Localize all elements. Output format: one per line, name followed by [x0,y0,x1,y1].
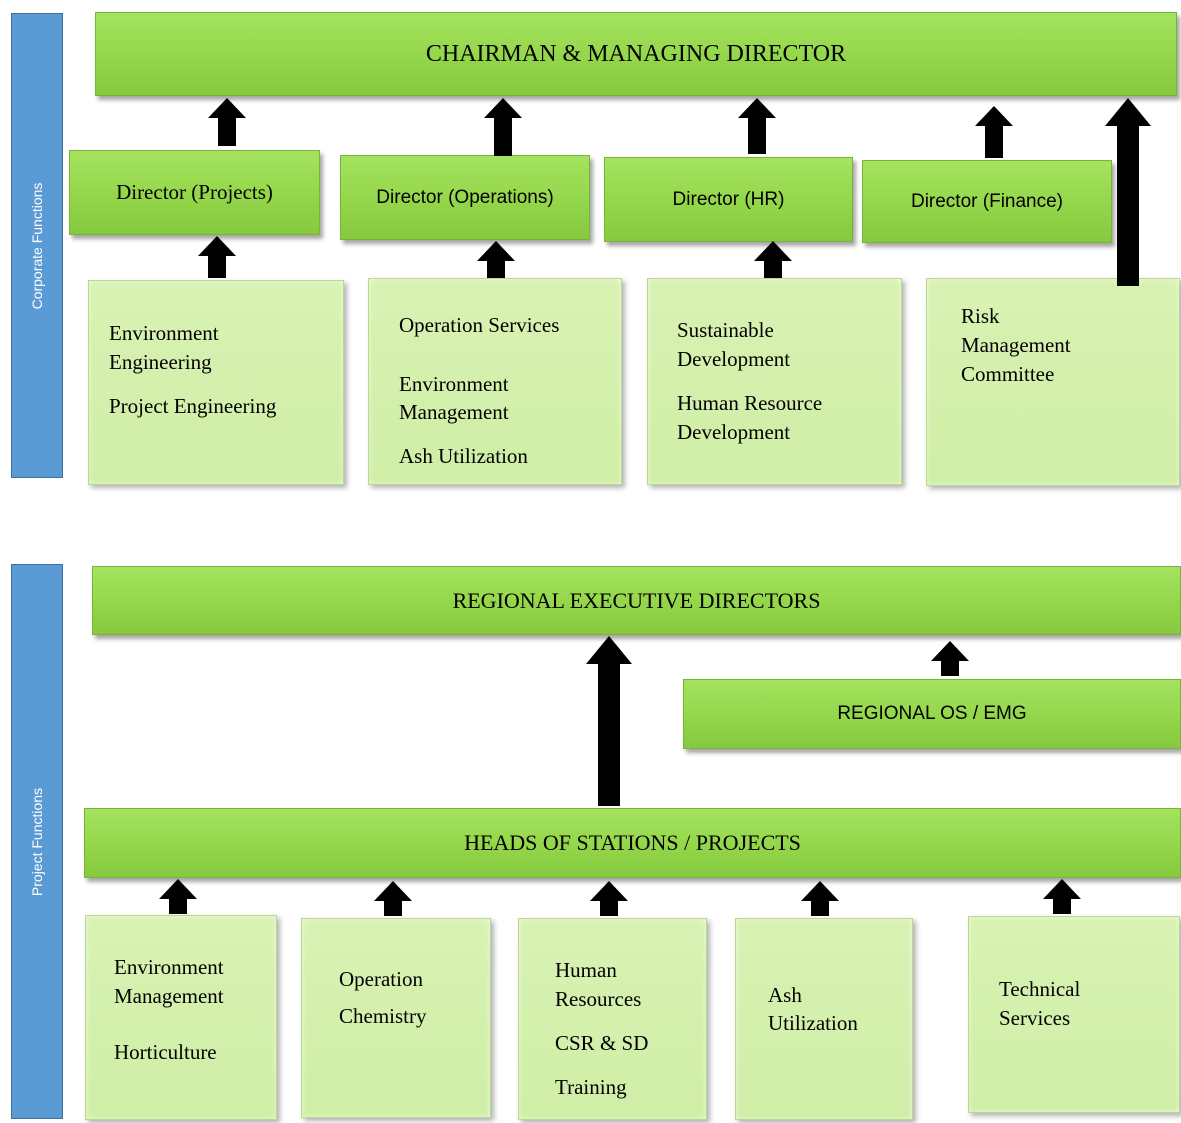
arrow-up-icon [477,241,515,278]
unit-line: Engineering [109,350,212,374]
unit-box-finance: Risk Management Committee [926,278,1180,486]
unit-line: Management [399,400,509,424]
project-functions-text: Project Functions [29,787,45,896]
unit-line: Ash Utilization [399,444,528,468]
arrow-up-icon [801,881,839,916]
unit-line: Horticulture [114,1040,217,1064]
unit-line: Management [114,984,224,1008]
director-hr-label: Director (HR) [672,188,785,210]
unit-line: Management [961,333,1071,357]
unit-box-ash-utilization: Ash Utilization [735,918,913,1120]
unit-box-operations: Operation Services Environment Managemen… [368,278,622,485]
unit-line: Services [999,1006,1071,1030]
unit-box-human-resources: Human Resources CSR & SD Training [518,918,707,1120]
director-finance-label: Director (Finance) [910,190,1064,212]
unit-line: Technical [999,977,1081,1001]
unit-line: Chemistry [339,1004,427,1028]
chairman-managing-director-label: CHAIRMAN & MANAGING DIRECTOR [425,40,847,67]
unit-line: Development [677,420,791,444]
unit-line: Committee [961,362,1055,386]
arrow-up-icon [975,106,1013,158]
unit-line: Utilization [768,1011,858,1035]
arrow-up-icon [931,641,969,676]
corporate-functions-text: Corporate Functions [29,182,45,309]
unit-box-operation-chemistry: Operation Chemistry [301,918,491,1118]
unit-box-environment: Environment Management Horticulture [85,915,277,1120]
director-finance-box: Director (Finance) [862,160,1112,243]
unit-line: Ash [768,983,802,1007]
arrow-up-icon [374,881,412,916]
unit-line: Operation [339,967,423,991]
arrow-up-icon [586,636,632,806]
arrow-up-icon [590,881,628,916]
arrow-up-icon [159,879,197,914]
unit-line: Project Engineering [109,394,277,418]
unit-line: Human [555,958,617,982]
arrow-up-icon [198,236,236,278]
unit-box-projects: Environment Engineering Project Engineer… [88,280,344,485]
unit-box-hr: Sustainable Development Human Resource D… [647,278,902,485]
arrow-up-icon [1105,98,1151,286]
heads-of-stations-box: HEADS OF STATIONS / PROJECTS [84,808,1181,878]
unit-line: Environment [114,955,224,979]
director-operations-label: Director (Operations) [376,186,554,208]
director-projects-box: Director (Projects) [69,150,320,235]
arrow-up-icon [484,98,522,156]
arrow-up-icon [754,241,792,278]
heads-of-stations-label: HEADS OF STATIONS / PROJECTS [464,830,801,855]
unit-line: Operation Services [399,313,560,337]
director-projects-label: Director (Projects) [116,180,273,204]
corporate-functions-label: Corporate Functions [11,13,63,478]
unit-box-technical-services: Technical Services [968,916,1180,1113]
unit-line: Environment [399,372,509,396]
unit-line: Development [677,347,791,371]
arrow-up-icon [1043,879,1081,914]
director-operations-box: Director (Operations) [340,155,590,240]
unit-line: CSR & SD [555,1031,649,1055]
unit-line: Sustainable [677,318,774,342]
regional-os-emg-box: REGIONAL OS / EMG [683,679,1181,749]
unit-line: Training [555,1075,627,1099]
unit-line: Human Resource [677,391,823,415]
regional-os-emg-label: REGIONAL OS / EMG [837,703,1027,724]
arrow-up-icon [738,98,776,154]
unit-line: Resources [555,987,642,1011]
unit-line: Environment [109,321,219,345]
director-hr-box: Director (HR) [604,157,853,242]
regional-executive-directors-box: REGIONAL EXECUTIVE DIRECTORS [92,566,1181,635]
unit-line: Risk [961,304,1000,328]
regional-executive-directors-label: REGIONAL EXECUTIVE DIRECTORS [452,587,821,613]
arrow-up-icon [208,98,246,146]
chairman-managing-director-box: CHAIRMAN & MANAGING DIRECTOR [95,12,1177,96]
project-functions-label: Project Functions [11,564,63,1119]
